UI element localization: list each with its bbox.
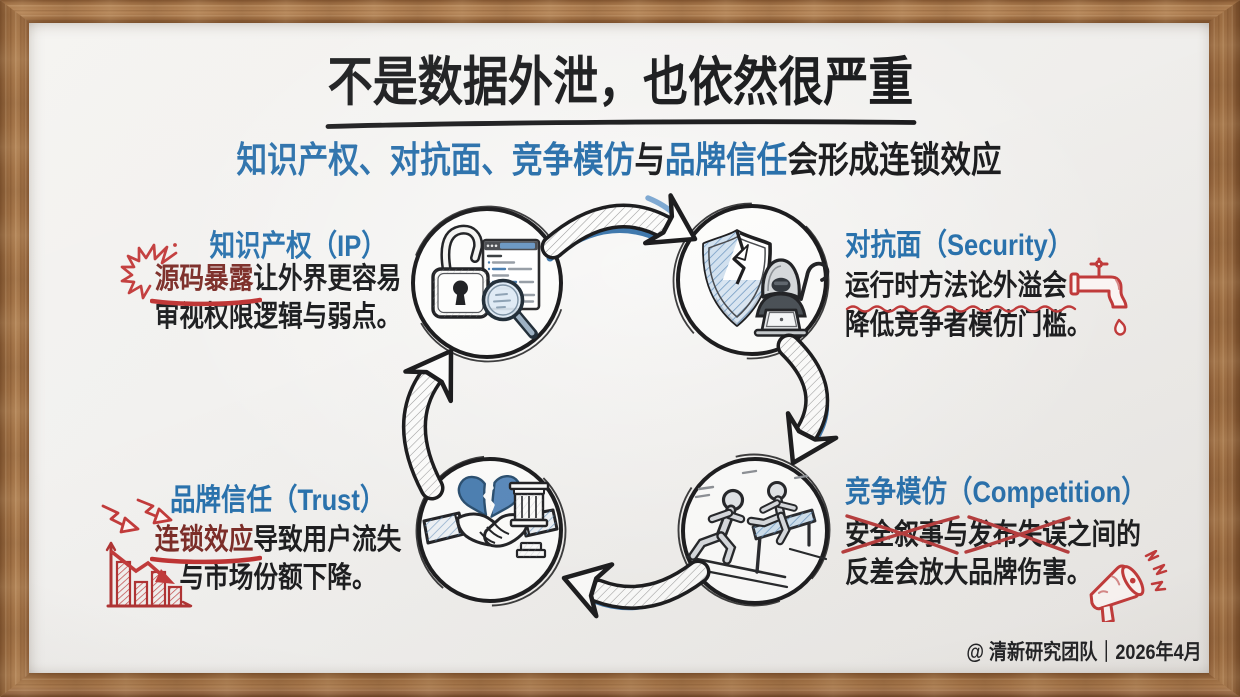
trust-heading: 品牌信任（Trust） <box>170 484 386 517</box>
arrow-left <box>402 348 454 501</box>
whiteboard <box>23 17 1217 680</box>
competition-line1-mid: 与 <box>943 519 969 551</box>
magnifier-icon <box>481 278 538 339</box>
hacker-icon <box>753 258 830 337</box>
frame-bottom <box>0 673 1240 697</box>
subtitle-conj: 与 <box>634 139 665 180</box>
ip-line2: 审视权限逻辑与弱点。 <box>154 301 402 333</box>
handshake-icon <box>422 508 559 548</box>
trust-underline <box>150 555 262 565</box>
competition-strikes <box>841 514 1071 555</box>
page-title-text: 不是数据外泄，也依然很严重 <box>327 53 913 112</box>
runner-leaping <box>741 469 809 546</box>
frame-right <box>1209 0 1240 697</box>
competition-line1-rest: 之间的 <box>1066 519 1141 551</box>
security-line2: 降低竞争者模仿门槛。 <box>845 309 1092 341</box>
subtitle-tail: 会形成连锁效应 <box>787 139 1002 180</box>
title-underline <box>325 119 917 129</box>
ip-heading: 知识产权（IP） <box>209 230 387 263</box>
runner-trailing <box>688 485 746 565</box>
subtitle-terms-2: 品牌信任 <box>664 139 788 180</box>
ip-line1: 源码暴露让外界更容易 <box>132 265 424 294</box>
subtitle: 知识产权、对抗面、竞争模仿与品牌信任会形成连锁效应 <box>0 142 1238 178</box>
frame-left <box>0 0 29 697</box>
hurdle-runners-icon <box>685 469 828 589</box>
security-wavy-underline <box>845 305 1077 313</box>
ip-underline <box>150 297 262 307</box>
security-heading: 对抗面（Security） <box>845 229 1074 262</box>
security-block: 对抗面（Security） 运行时方法论外溢会 降低竞争者模仿门槛。 <box>845 231 1175 350</box>
trust-line2: 与市场份额下降。 <box>179 562 377 594</box>
page-title: 不是数据外泄，也依然很严重 <box>0 56 1240 109</box>
footer-credit: @ 清新研究团队｜2026年4月 <box>966 641 1202 664</box>
megaphone-icon <box>1089 550 1168 622</box>
ip-line1-rest: 让外界更容易 <box>253 263 402 295</box>
arrow-bottom <box>561 559 711 619</box>
competition-heading: 竞争模仿（Competition） <box>845 476 1147 509</box>
ip-block: 知识产权（IP） 源码暴露让外界更容易 审视权限逻辑与弱点。 <box>132 229 424 341</box>
ip-line1-highlight: 源码暴露 <box>154 263 254 295</box>
competition-line2: 反差会放大品牌伤害。 <box>845 557 1092 589</box>
arrow-right <box>776 333 839 466</box>
subtitle-terms-1: 知识产权、对抗面、竞争模仿 <box>236 139 635 180</box>
burst-icon <box>120 243 178 300</box>
trust-block: 品牌信任（Trust） 连锁效应导致用户流失 与市场份额下降。 <box>128 486 428 602</box>
node-trust-circle <box>415 455 567 607</box>
node-ip-circle <box>409 205 567 363</box>
security-line1: 运行时方法论外溢会 <box>845 270 1067 302</box>
zigzag-arrows-icon <box>101 498 173 534</box>
trust-line1-rest: 导致用户流失 <box>253 524 402 556</box>
declining-chart-icon <box>105 541 193 608</box>
node-competition-circle <box>677 453 831 607</box>
arrow-top <box>540 193 698 262</box>
trust-line1-highlight: 连锁效应 <box>154 524 254 556</box>
faucet-icon <box>1069 257 1128 336</box>
trust-line1: 连锁效应导致用户流失 <box>128 526 428 555</box>
column-icon <box>508 481 550 559</box>
frame-top <box>0 0 1240 23</box>
